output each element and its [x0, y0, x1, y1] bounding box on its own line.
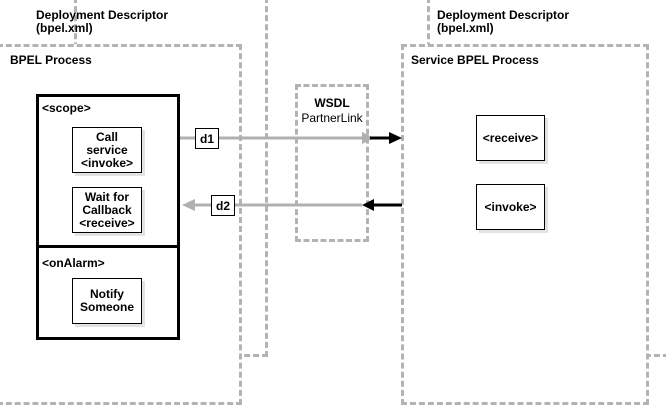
activity-line: Wait for	[84, 189, 130, 204]
wait-for-callback-receive-activity[interactable]: Wait for Callback <receive>	[72, 187, 142, 233]
receive-activity-label: <receive>	[482, 130, 539, 145]
right-deployment-descriptor-label: Deployment Descriptor (bpel.xml)	[437, 9, 569, 35]
service-bpel-process-title: Service BPEL Process	[411, 53, 539, 67]
d1-black-arrowhead	[389, 132, 402, 144]
message-label-d2: d2	[211, 195, 235, 216]
activity-line: <receive>	[79, 215, 135, 230]
scope-label: <scope>	[42, 101, 91, 115]
d1-gray-arrowhead	[362, 132, 374, 144]
invoke-activity-label: <invoke>	[484, 199, 537, 214]
right-dd-title: Deployment Descriptor	[437, 8, 570, 22]
bpel-process-title: BPEL Process	[10, 53, 92, 67]
message-label-d1: d1	[195, 128, 219, 149]
activity-line: service	[86, 142, 128, 157]
wsdl-title: WSDL	[314, 96, 350, 110]
d2-black-arrowhead	[362, 199, 374, 211]
scope-divider	[36, 245, 180, 248]
invoke-activity[interactable]: <invoke>	[476, 184, 545, 230]
activity-line: Call	[95, 129, 118, 144]
notify-someone-activity[interactable]: Notify Someone	[72, 278, 142, 324]
activity-line: Notify	[89, 287, 124, 301]
receive-activity[interactable]: <receive>	[476, 115, 545, 161]
wsdl-label: WSDL PartnerLink	[295, 96, 369, 126]
right-dd-file: (bpel.xml)	[437, 21, 494, 35]
activity-line: <invoke>	[80, 155, 134, 170]
left-dd-file: (bpel.xml)	[36, 21, 93, 35]
wsdl-partnerlink-box	[295, 84, 369, 242]
wsdl-subtitle: PartnerLink	[301, 111, 363, 125]
d2-gray-arrowhead	[182, 199, 195, 211]
left-deployment-descriptor-label: Deployment Descriptor (bpel.xml)	[36, 9, 168, 35]
activity-line: Someone	[79, 300, 134, 314]
call-service-invoke-activity[interactable]: Call service <invoke>	[72, 127, 142, 173]
left-dd-title: Deployment Descriptor	[36, 8, 169, 22]
on-alarm-label: <onAlarm>	[42, 256, 105, 270]
activity-line: Callback	[82, 202, 132, 217]
